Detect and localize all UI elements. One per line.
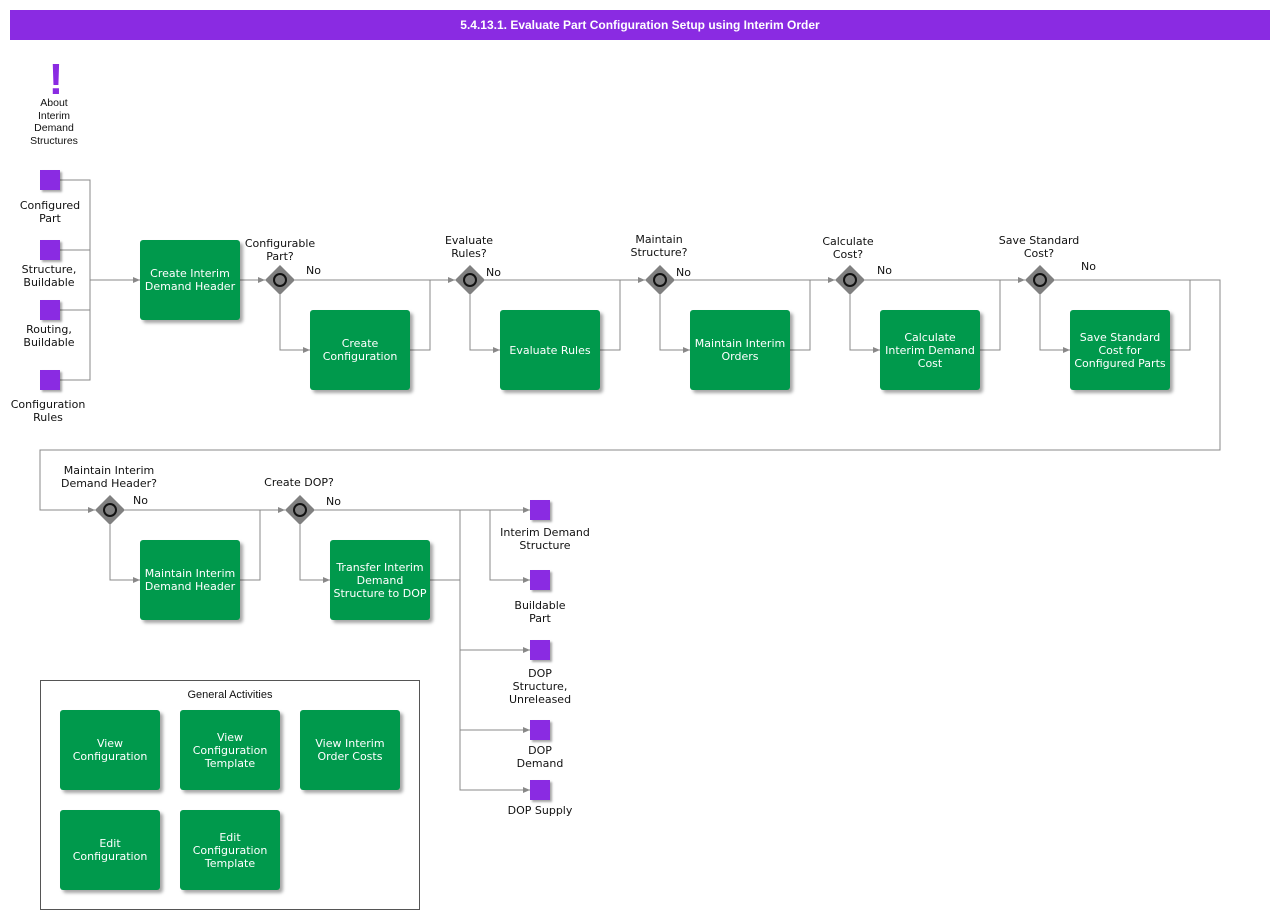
save-cost-no-label: No (1081, 260, 1096, 273)
general-activities-title: General Activities (187, 689, 273, 701)
edit-configuration-task[interactable]: Edit Configuration (60, 810, 160, 890)
configured-part-data-icon[interactable] (40, 170, 60, 190)
evaluate-rules-gateway-label: Evaluate Rules? (444, 234, 494, 260)
create-dop-no-label: No (326, 495, 341, 508)
structure-buildable-data-icon[interactable] (40, 240, 60, 260)
maintain-header-gateway-icon[interactable] (95, 495, 125, 525)
view-configuration-template-task[interactable]: View Configuration Template (180, 710, 280, 790)
output-label-interim-demand-structure: Interim Demand Structure (500, 526, 590, 552)
view-configuration-task[interactable]: View Configuration (60, 710, 160, 790)
save-cost-gateway-label: Save Standard Cost? (998, 234, 1080, 260)
dop-structure-unreleased-data-icon[interactable] (530, 640, 550, 660)
evaluate-rules-task[interactable]: Evaluate Rules (500, 310, 600, 390)
create-configuration-task[interactable]: Create Configuration (310, 310, 410, 390)
edit-configuration-template-task[interactable]: Edit Configuration Template (180, 810, 280, 890)
calculate-no-label: No (877, 264, 892, 277)
buildable-part-data-icon[interactable] (530, 570, 550, 590)
input-label-routing-buildable: Routing, Buildable (23, 323, 75, 349)
configuration-rules-data-icon[interactable] (40, 370, 60, 390)
output-label-dop-demand: DOP Demand (516, 744, 564, 770)
general-activities-box (40, 680, 420, 910)
dop-supply-data-icon[interactable] (530, 780, 550, 800)
calculate-cost-gateway-icon[interactable] (835, 265, 865, 295)
create-dop-gateway-label: Create DOP? (264, 476, 334, 489)
routing-buildable-data-icon[interactable] (40, 300, 60, 320)
calculate-cost-gateway-label: Calculate Cost? (822, 235, 874, 261)
about-exclamation-icon[interactable]: ! (48, 55, 64, 104)
transfer-to-dop-task[interactable]: Transfer Interim Demand Structure to DOP (330, 540, 430, 620)
input-label-configured-part: Configured Part (19, 199, 81, 225)
save-standard-cost-task[interactable]: Save Standard Cost for Configured Parts (1070, 310, 1170, 390)
create-dop-gateway-icon[interactable] (285, 495, 315, 525)
maintain-header-no-label: No (133, 494, 148, 507)
maintain-interim-demand-header-task[interactable]: Maintain Interim Demand Header (140, 540, 240, 620)
page-title: 5.4.13.1. Evaluate Part Configuration Se… (10, 10, 1270, 40)
calculate-interim-demand-cost-task[interactable]: Calculate Interim Demand Cost (880, 310, 980, 390)
configurable-part-gateway-icon[interactable] (265, 265, 295, 295)
evaluate-no-label: No (486, 266, 501, 279)
maintain-structure-gateway-label: Maintain Structure? (630, 233, 688, 259)
maintain-structure-no-label: No (676, 266, 691, 279)
input-label-configuration-rules: Configuration Rules (10, 398, 86, 424)
input-label-structure-buildable: Structure, Buildable (21, 263, 77, 289)
maintain-structure-gateway-icon[interactable] (645, 265, 675, 295)
create-interim-demand-header-task[interactable]: Create Interim Demand Header (140, 240, 240, 320)
output-label-dop-structure: DOP Structure, Unreleased (508, 667, 572, 706)
output-label-buildable-part: Buildable Part (514, 599, 566, 625)
interim-demand-structure-data-icon[interactable] (530, 500, 550, 520)
save-cost-gateway-icon[interactable] (1025, 265, 1055, 295)
maintain-interim-orders-task[interactable]: Maintain Interim Orders (690, 310, 790, 390)
view-interim-order-costs-task[interactable]: View Interim Order Costs (300, 710, 400, 790)
configurable-part-gateway-label: Configurable Part? (244, 237, 316, 263)
about-label: About Interim Demand Structures (30, 97, 78, 147)
maintain-header-gateway-label: Maintain Interim Demand Header? (60, 464, 158, 490)
output-label-dop-supply: DOP Supply (507, 804, 573, 817)
dop-demand-data-icon[interactable] (530, 720, 550, 740)
configurable-no-label: No (306, 264, 321, 277)
evaluate-rules-gateway-icon[interactable] (455, 265, 485, 295)
